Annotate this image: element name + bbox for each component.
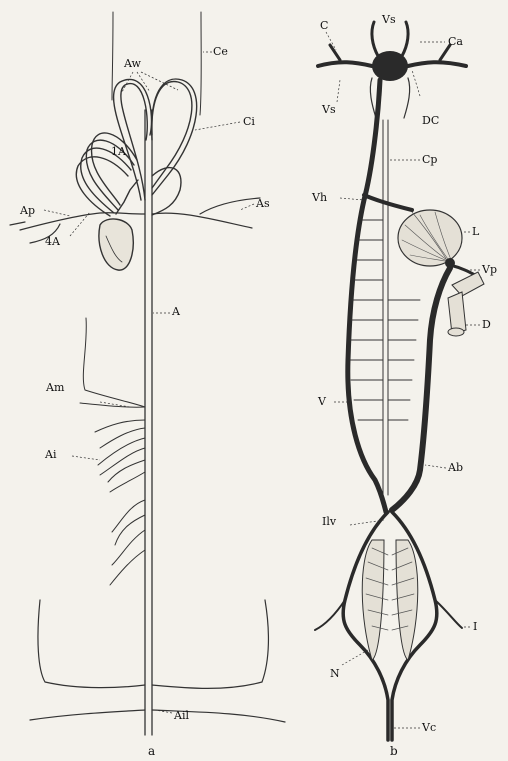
kidney-right bbox=[396, 540, 418, 660]
label-v: V bbox=[318, 396, 326, 407]
liver bbox=[398, 210, 462, 268]
label-c: C bbox=[320, 20, 328, 31]
label-i: I bbox=[473, 621, 477, 632]
label-ai: Ai bbox=[45, 449, 56, 460]
label-ci: Ci bbox=[243, 116, 255, 127]
label-ail: Ail bbox=[174, 710, 189, 721]
label-aw: Aw bbox=[124, 58, 141, 69]
posterior-veins bbox=[315, 512, 462, 740]
visceral-branches bbox=[80, 318, 145, 585]
intestine bbox=[448, 272, 484, 336]
portal-vein bbox=[392, 265, 480, 510]
central-canal bbox=[383, 120, 388, 495]
label-1a: 1A bbox=[111, 146, 126, 157]
label-vc: Vc bbox=[422, 722, 436, 733]
heart bbox=[99, 180, 138, 270]
label-vs-top: Vs bbox=[382, 14, 396, 25]
aortic-arches bbox=[76, 79, 196, 216]
label-ab: Ab bbox=[448, 462, 463, 473]
label-ap: Ap bbox=[20, 205, 35, 216]
label-dc: DC bbox=[422, 115, 439, 126]
main-vein bbox=[348, 80, 386, 512]
label-ilv: Ilv bbox=[322, 516, 336, 527]
label-n: N bbox=[330, 668, 340, 679]
aorta bbox=[145, 110, 152, 735]
head-sinus bbox=[318, 22, 466, 118]
label-vp: Vp bbox=[482, 264, 497, 275]
label-ce: Ce bbox=[213, 46, 228, 57]
label-4a: 4A bbox=[45, 236, 60, 247]
caption-a: a bbox=[148, 745, 155, 757]
label-vs-left: Vs bbox=[322, 104, 336, 115]
label-vh: Vh bbox=[312, 192, 327, 203]
posterior-branches bbox=[30, 600, 285, 722]
label-d: D bbox=[482, 319, 491, 330]
label-a: A bbox=[172, 306, 180, 317]
label-ca: Ca bbox=[448, 36, 463, 47]
panel-b-drawing bbox=[315, 22, 484, 740]
caption-b: b bbox=[390, 745, 398, 757]
label-am: Am bbox=[46, 382, 64, 393]
label-l: L bbox=[472, 226, 479, 237]
kidney-left bbox=[362, 540, 384, 660]
label-cp: Cp bbox=[422, 154, 437, 165]
label-as: As bbox=[256, 198, 270, 209]
